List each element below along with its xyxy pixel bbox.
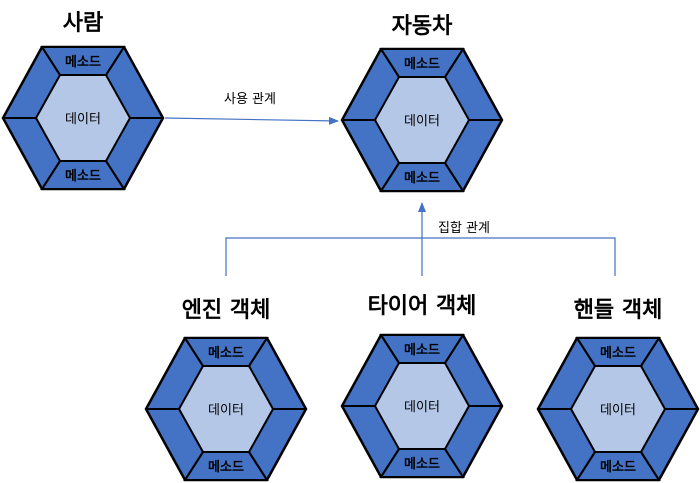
data-label: 데이터 bbox=[404, 400, 440, 415]
object-title: 자동차 bbox=[392, 14, 453, 39]
data-label: 데이터 bbox=[208, 403, 244, 418]
data-core-hexagon bbox=[177, 365, 275, 453]
aggregation-label: 집합 관계 bbox=[438, 221, 490, 236]
data-label: 데이터 bbox=[600, 403, 636, 418]
hex-divider bbox=[380, 162, 400, 192]
method-label-bottom: 메소드 bbox=[208, 460, 244, 475]
hex-divider bbox=[576, 451, 596, 481]
hex-divider bbox=[576, 337, 596, 367]
hex-divider bbox=[380, 448, 400, 478]
method-label-bottom: 메소드 bbox=[404, 457, 440, 472]
object-title: 핸들 객체 bbox=[574, 298, 663, 323]
method-label-top: 메소드 bbox=[404, 57, 440, 72]
hex-divider bbox=[105, 160, 125, 190]
hex-divider bbox=[184, 451, 204, 481]
method-label-top: 메소드 bbox=[600, 346, 636, 361]
method-label-bottom: 메소드 bbox=[404, 171, 440, 186]
hex-divider bbox=[41, 160, 61, 190]
hex-divider bbox=[444, 448, 464, 478]
aggregation-bracket bbox=[225, 237, 616, 276]
hex-divider bbox=[444, 48, 464, 78]
hex-divider bbox=[640, 451, 660, 481]
hex-divider bbox=[640, 337, 660, 367]
data-label: 데이터 bbox=[404, 114, 440, 129]
hex-divider bbox=[184, 337, 204, 367]
hex-divider bbox=[380, 48, 400, 78]
method-label-top: 메소드 bbox=[208, 346, 244, 361]
hex-divider bbox=[444, 162, 464, 192]
data-core-hexagon bbox=[34, 74, 132, 162]
data-core-hexagon bbox=[373, 76, 471, 164]
method-label-bottom: 메소드 bbox=[65, 169, 101, 184]
hex-divider bbox=[248, 337, 268, 367]
method-label-top: 메소드 bbox=[404, 343, 440, 358]
data-label: 데이터 bbox=[65, 112, 101, 127]
method-label-top: 메소드 bbox=[65, 55, 101, 70]
hex-divider bbox=[105, 46, 125, 76]
data-core-hexagon bbox=[373, 362, 471, 450]
usage-arrow bbox=[164, 116, 339, 125]
usage-label: 사용 관계 bbox=[224, 92, 276, 107]
method-label-bottom: 메소드 bbox=[600, 460, 636, 475]
object-title: 사람 bbox=[63, 11, 103, 36]
object-title: 엔진 객체 bbox=[182, 298, 271, 323]
hex-divider bbox=[380, 334, 400, 364]
object-title: 타이어 객체 bbox=[368, 294, 477, 319]
hex-divider bbox=[444, 334, 464, 364]
hex-divider bbox=[41, 46, 61, 76]
data-core-hexagon bbox=[569, 365, 667, 453]
hex-divider bbox=[248, 451, 268, 481]
